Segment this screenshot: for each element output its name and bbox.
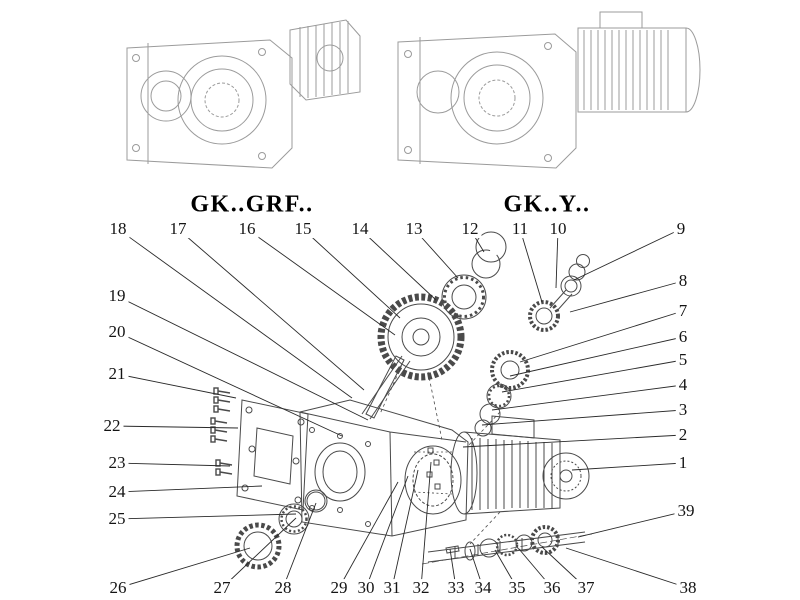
part-number-30: 30 [354,579,378,597]
leader-line-38 [565,547,689,589]
projection-lines [379,359,501,545]
part-number-38: 38 [676,579,700,597]
leader-line-25 [116,513,297,520]
leader-line-18 [117,228,353,399]
part-number-9: 9 [673,220,689,238]
leader-line-39 [577,510,687,538]
variant-label-y: GK..Y.. [503,191,591,218]
part-number-6: 6 [675,328,691,346]
output-flange-plate [236,399,309,511]
leader-line-30 [365,475,409,589]
leader-line-31 [391,469,419,589]
leader-line-22 [111,425,239,429]
part-number-18: 18 [106,220,130,238]
leader-line-15 [302,228,401,319]
leader-line-23 [116,462,231,467]
part-number-3: 3 [675,401,691,419]
leader-line-6 [509,336,684,377]
leader-line-14 [359,228,437,301]
part-number-17: 17 [166,220,190,238]
leader-line-28 [282,502,317,589]
part-number-24: 24 [105,483,129,501]
part-number-5: 5 [675,351,691,369]
leader-line-16 [246,228,396,336]
part-number-28: 28 [271,579,295,597]
leader-line-2 [462,434,684,448]
gearbox-y-drawing [397,11,701,169]
part-number-4: 4 [675,376,691,394]
part-number-8: 8 [675,272,691,290]
leader-line-19 [116,295,369,421]
part-number-21: 21 [105,365,129,383]
leader-line-10 [555,228,559,289]
leader-line-21 [116,373,237,399]
part-number-7: 7 [675,302,691,320]
part-number-10: 10 [546,220,570,238]
part-number-15: 15 [291,220,315,238]
input-pinion-set [528,254,590,332]
part-number-36: 36 [540,579,564,597]
leader-line-24 [116,485,263,493]
leader-line-1 [571,462,684,471]
part-number-2: 2 [675,426,691,444]
leader-line-17 [177,228,365,391]
part-number-12: 12 [458,220,482,238]
leader-line-29 [338,481,399,589]
gear-housing [299,355,469,537]
leader-line-26 [117,547,251,589]
part-number-27: 27 [210,579,234,597]
leader-line-5 [501,359,684,393]
part-number-1: 1 [675,454,691,472]
part-number-20: 20 [105,323,129,341]
retaining-rings-top [471,231,507,279]
main-shaft-bearing [441,274,487,320]
leader-line-3 [481,409,684,426]
variant-label-grf: GK..GRF.. [190,191,314,218]
leader-line-4 [491,384,684,411]
intermediate-gear-set [474,350,530,437]
leader-line-8 [569,280,684,313]
part-number-37: 37 [574,579,598,597]
output-shaft-assembly [421,525,593,565]
part-number-22: 22 [100,417,124,435]
gearbox-grf-drawing [126,19,361,169]
leader-line-9 [573,228,682,281]
part-number-26: 26 [106,579,130,597]
part-number-39: 39 [674,502,698,520]
leader-line-11 [519,228,543,303]
part-number-31: 31 [380,579,404,597]
flange-bolts [210,387,233,476]
leader-line-27 [221,517,297,589]
part-number-14: 14 [348,220,372,238]
bottom-ring-set [234,489,328,570]
part-number-35: 35 [505,579,529,597]
part-number-11: 11 [508,220,532,238]
motor-mounting-fasteners [413,447,453,495]
part-number-23: 23 [105,454,129,472]
leader-line-20 [116,331,343,437]
main-gear-and-shaft [361,293,465,420]
part-number-34: 34 [471,579,495,597]
leader-line-32 [420,461,432,589]
part-number-13: 13 [402,220,426,238]
part-number-19: 19 [105,287,129,305]
exploded-view [210,231,593,570]
part-number-16: 16 [235,220,259,238]
part-number-25: 25 [105,510,129,528]
part-number-32: 32 [409,579,433,597]
part-number-33: 33 [444,579,468,597]
part-number-29: 29 [327,579,351,597]
motor [450,415,590,515]
leader-line-7 [519,310,684,363]
